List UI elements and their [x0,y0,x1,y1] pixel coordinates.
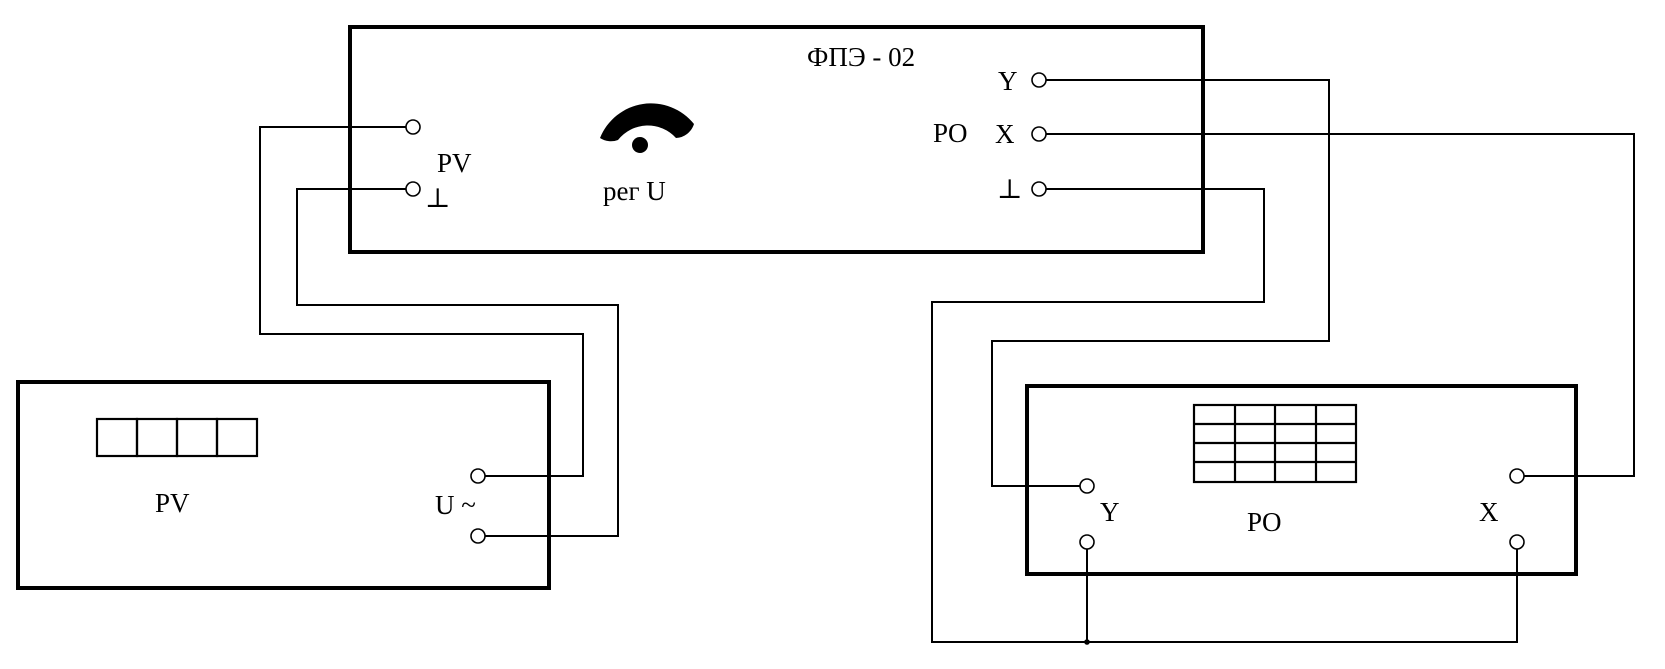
knob-center-dot-icon [632,137,648,153]
wire-pv-ground-to-voltmeter-u-bottom [296,188,619,537]
fpe-x-label: X [995,119,1015,149]
display-digit-cell [175,417,219,458]
voltmeter-label: PV [155,488,190,518]
wire-pv-top-to-voltmeter-u-top [259,126,584,477]
wire-fpe-y-to-osc-y [991,79,1330,487]
pv-ground-symbol: ⊥ [425,183,450,213]
fpe-y-label: Y [998,66,1018,96]
wire-fpe-ground-to-osc-ground-bus [931,188,1518,643]
voltmeter-unit: PV U ~ [16,380,551,590]
terminal-pv-top[interactable] [405,119,421,135]
fpe-02-unit: ФПЭ - 02 рег U PV ⊥ Y PO X ⊥ [348,25,1205,254]
knob-label: рег U [603,176,666,206]
terminal-voltmeter-u-top[interactable] [470,468,486,484]
display-digit-cell [215,417,259,458]
wire-junction-dot [1084,639,1090,645]
oscilloscope-label: PO [1247,507,1282,537]
terminal-osc-y-top[interactable] [1079,478,1095,494]
terminal-fpe-y[interactable] [1031,72,1047,88]
fpe-02-title: ФПЭ - 02 [807,42,915,72]
pv-label: PV [437,148,472,178]
oscilloscope-screen-grid [1192,403,1358,484]
fpe-02-box [348,25,1205,254]
display-digit-cell [95,417,139,458]
osc-x-label: X [1479,497,1499,527]
voltmeter-box [16,380,551,590]
terminal-fpe-x[interactable] [1031,126,1047,142]
po-label: PO [933,118,968,148]
oscilloscope-box [1025,384,1578,576]
voltmeter-input-label: U ~ [435,490,476,520]
voltmeter-display [95,417,259,458]
terminal-fpe-ground[interactable] [1031,181,1047,197]
po-ground-symbol: ⊥ [997,174,1022,204]
terminal-osc-x-bottom[interactable] [1509,534,1525,550]
oscilloscope-unit: PO Y X [1025,384,1578,576]
terminal-osc-y-bottom[interactable] [1079,534,1095,550]
terminal-pv-ground[interactable] [405,181,421,197]
osc-y-label: Y [1100,497,1120,527]
display-digit-cell [135,417,179,458]
knob-dial-icon [600,103,694,142]
terminal-voltmeter-u-bottom[interactable] [470,528,486,544]
terminal-osc-x-top[interactable] [1509,468,1525,484]
